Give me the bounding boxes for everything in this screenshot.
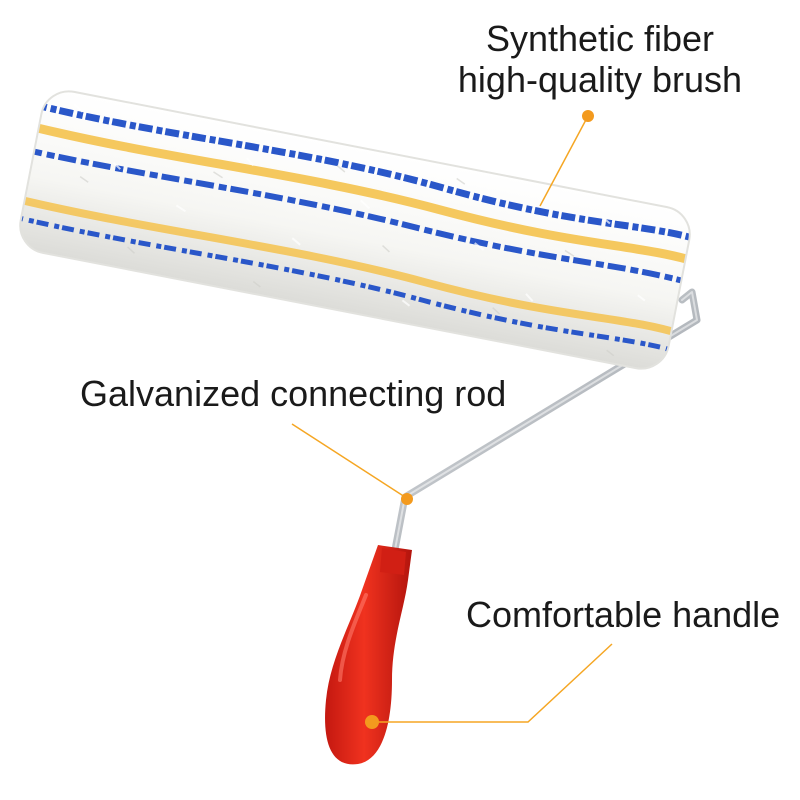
callout-handle-label: Comfortable handle: [466, 594, 781, 635]
callout-fiber: [539, 110, 594, 207]
callout-dot-fiber: [582, 110, 594, 122]
callout-fiber-label: Synthetic fiber high-quality brush: [440, 18, 760, 101]
callout-fiber-line1: Synthetic fiber: [485, 18, 715, 59]
roller-cover: [15, 86, 695, 374]
callout-dot-rod: [401, 493, 413, 505]
callout-handle: [365, 643, 613, 729]
callout-rod: [291, 423, 413, 505]
red-handle: [325, 545, 412, 765]
connecting-rod: [389, 288, 701, 564]
callout-rod-label: Galvanized connecting rod: [80, 373, 507, 414]
callout-dot-handle: [365, 715, 379, 729]
callout-fiber-line2: high-quality brush: [457, 59, 743, 101]
